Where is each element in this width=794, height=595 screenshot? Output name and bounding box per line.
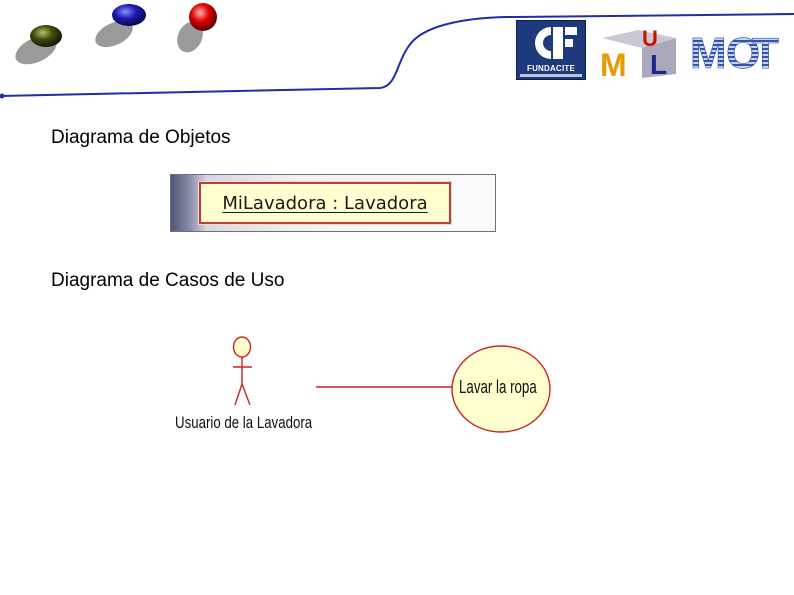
object-box: MiLavadora : Lavadora [199, 182, 451, 224]
uml-letter-m: M [600, 47, 627, 80]
fundacite-text: FUNDACITE [526, 64, 576, 73]
object-diagram-heading: Diagrama de Objetos [51, 127, 231, 148]
uml-letter-u: U [642, 26, 658, 51]
fundacite-bar [520, 74, 582, 77]
object-diagram-frame: MiLavadora : Lavadora [170, 174, 496, 232]
header-rule [0, 13, 794, 99]
actor-label: Usuario de la Lavadora [175, 413, 313, 432]
mot-logo: M O T [690, 29, 779, 74]
mot-letter-t: T [752, 29, 779, 74]
uml-logo: U M L [600, 26, 676, 80]
blue-sphere-icon [95, 4, 146, 48]
mot-letter-o: O [726, 29, 760, 74]
mot-letter-m: M [690, 29, 727, 74]
uml-letter-l: L [650, 49, 667, 80]
use-case-label: Lavar la ropa [459, 377, 537, 397]
decorative-spheres [15, 3, 217, 65]
object-label: MiLavadora : Lavadora [222, 192, 428, 214]
use-case-ellipse [451, 345, 551, 433]
olive-sphere-icon [15, 25, 62, 65]
fundacite-mark-icon [535, 27, 577, 59]
fundacite-logo: FUNDACITE [516, 20, 586, 80]
actor-icon [232, 336, 252, 406]
red-sphere-icon [177, 3, 217, 53]
use-case-diagram-heading: Diagrama de Casos de Uso [51, 270, 285, 291]
